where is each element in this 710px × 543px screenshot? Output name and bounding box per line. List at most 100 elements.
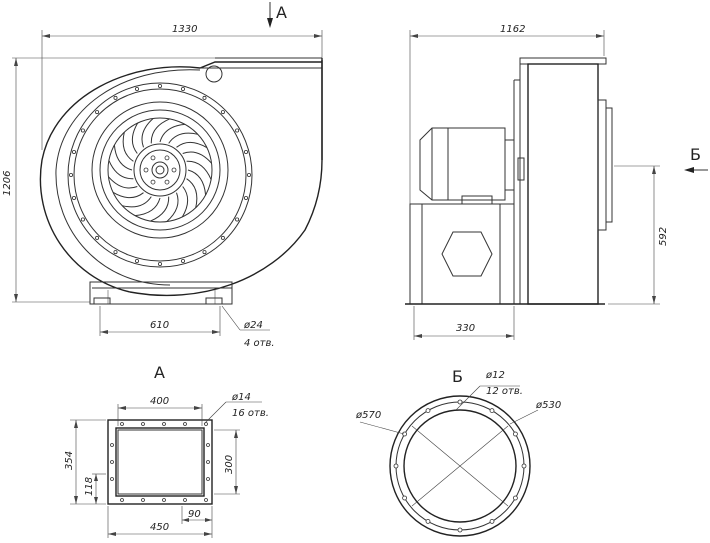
impeller-blade xyxy=(108,176,138,189)
flange-b-dim-outer: ø570 xyxy=(355,410,381,421)
bolt-hole xyxy=(402,431,408,437)
bolt-hole xyxy=(95,110,100,115)
bolt-hole xyxy=(95,235,100,240)
impeller-blade xyxy=(168,132,198,144)
bolt-hole xyxy=(489,519,495,524)
bolt-hole xyxy=(425,408,431,414)
bolt-hole xyxy=(243,195,248,200)
bolt-hole xyxy=(393,463,399,469)
bolt-hole xyxy=(110,460,114,464)
bolt-hole xyxy=(235,217,240,222)
bolt-hole xyxy=(513,431,518,437)
flange-b-dim-bolt-circle: ø530 xyxy=(535,400,561,411)
bolt-hole xyxy=(206,477,210,481)
bolt-hole xyxy=(110,443,114,447)
impeller-blade xyxy=(113,145,133,171)
bolt-hole xyxy=(141,498,145,502)
flange-a-title: А xyxy=(154,363,165,382)
hub-hole xyxy=(171,167,177,173)
impeller-blade xyxy=(112,191,144,199)
bolt-hole xyxy=(180,258,185,263)
bolt-hole xyxy=(204,422,208,426)
flange-a-view: А 400 ø14 16 отв. 354 118 xyxy=(64,363,269,538)
bolt-hole xyxy=(457,527,463,533)
flange-a-bolt-holes xyxy=(110,422,210,502)
flange-a-dim-inner-width: 400 xyxy=(150,396,169,407)
bolt-hole xyxy=(134,258,139,263)
bolt-hole xyxy=(162,422,166,426)
impeller-blade xyxy=(135,197,161,217)
impeller-blades xyxy=(108,118,212,222)
impeller-blade xyxy=(141,118,154,148)
bolt-hole xyxy=(162,498,166,502)
dim-side-base: 330 xyxy=(456,323,475,334)
flange-a-dim-118: 118 xyxy=(84,477,95,496)
front-holes-dia: ø24 xyxy=(243,320,263,331)
impeller-blade xyxy=(181,186,189,218)
bolt-hole xyxy=(157,261,162,266)
bolt-hole xyxy=(457,399,463,405)
impeller-blade xyxy=(186,178,198,208)
hub-hole xyxy=(150,179,156,185)
bolt-hole xyxy=(157,84,162,89)
flange-a-dim-outer-height: 354 xyxy=(64,451,75,470)
hub-hole xyxy=(143,167,149,173)
impeller-blade xyxy=(122,196,152,208)
impeller-blade xyxy=(131,122,139,154)
bolt-hole xyxy=(246,172,251,177)
bolt-hole xyxy=(202,95,207,100)
dim-front-height: 1206 xyxy=(2,171,13,196)
front-view: 1330 1206 А xyxy=(2,2,323,349)
bolt-hole xyxy=(183,422,187,426)
front-holes-count: 4 отв. xyxy=(244,338,275,349)
impeller-blade xyxy=(166,192,179,222)
bolt-hole xyxy=(80,217,85,222)
impeller-blade xyxy=(150,118,170,144)
bolt-hole xyxy=(110,477,114,481)
bolt-hole xyxy=(120,498,124,502)
hub-holes xyxy=(143,155,177,185)
bolt-hole xyxy=(235,128,240,133)
bolt-hole xyxy=(489,408,495,414)
view-b-marker: Б xyxy=(690,145,701,164)
bolt-hole xyxy=(141,422,145,426)
flange-b-title: Б xyxy=(452,367,463,386)
bolt-hole xyxy=(425,519,431,524)
impeller-blade xyxy=(182,151,212,164)
bolt-hole xyxy=(69,172,74,177)
impeller-blade xyxy=(176,141,208,149)
flange-b-view: Б ø570 ø530 ø12 12 отв. xyxy=(355,367,561,537)
bolt-hole xyxy=(220,235,225,240)
side-view: 1162 330 xyxy=(405,24,708,340)
bolt-hole xyxy=(206,460,210,464)
dim-side-outlet-height: 592 xyxy=(658,227,669,246)
flange-a-holes-dia: ø14 xyxy=(231,392,251,403)
bolt-hole xyxy=(120,422,124,426)
hub-hole xyxy=(164,179,170,185)
bolt-hole xyxy=(72,149,77,154)
bolt-hole xyxy=(220,110,225,115)
view-a-marker: А xyxy=(276,3,287,22)
front-flange-bolts xyxy=(69,84,251,266)
flange-b-holes-dia: ø12 xyxy=(485,370,505,381)
bolt-hole xyxy=(183,498,187,502)
flange-a-dim-inner-height: 300 xyxy=(224,455,235,474)
hub-hole xyxy=(164,155,170,161)
bolt-hole xyxy=(402,495,408,501)
impeller-blade xyxy=(150,196,170,222)
impeller-blade xyxy=(159,123,185,143)
flange-a-holes-count: 16 отв. xyxy=(232,408,269,419)
bolt-hole xyxy=(113,250,118,255)
flange-b-holes-count: 12 отв. xyxy=(486,386,523,397)
impeller-blade xyxy=(187,169,207,195)
bolt-hole xyxy=(204,498,208,502)
dim-front-width: 1330 xyxy=(172,24,197,35)
flange-a-dim-outer-width: 450 xyxy=(150,522,169,533)
bolt-hole xyxy=(513,495,518,501)
impeller-blade xyxy=(108,160,134,180)
flange-a-dim-90: 90 xyxy=(188,509,201,520)
bolt-hole xyxy=(134,87,139,92)
bolt-hole xyxy=(72,195,77,200)
bolt-hole xyxy=(243,149,248,154)
